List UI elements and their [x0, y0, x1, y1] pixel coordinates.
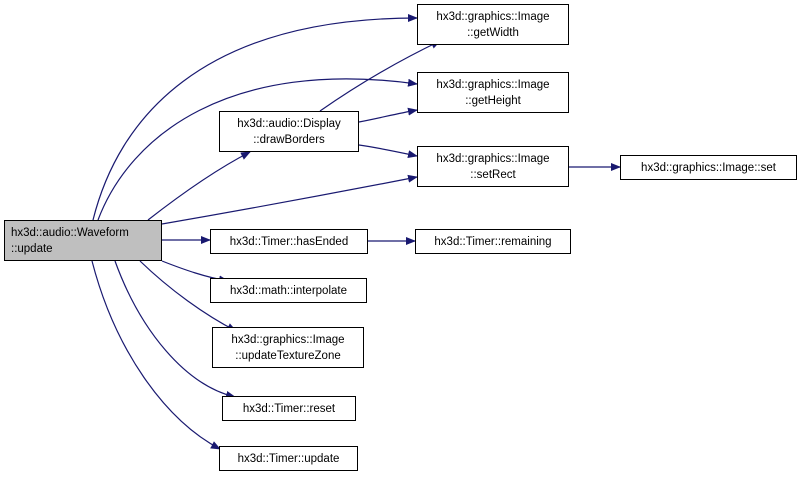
edge-waveform-update-to-image-setrect — [161, 174, 418, 225]
node-display-drawborders[interactable]: hx3d::audio::Display ::drawBorders — [219, 111, 359, 152]
node-label-line: hx3d::Timer::remaining — [434, 235, 552, 248]
node-image-updatetexturezone[interactable]: hx3d::graphics::Image ::updateTextureZon… — [212, 327, 364, 368]
node-image-getheight[interactable]: hx3d::graphics::Image ::getHeight — [417, 72, 569, 113]
node-timer-update[interactable]: hx3d::Timer::update — [219, 446, 358, 471]
node-label-line: hx3d::graphics::Image — [436, 152, 550, 165]
edge-waveform-update-to-image-getwidth — [92, 14, 418, 221]
edge-waveform-update-to-image-updatetexturezone — [139, 260, 237, 332]
node-label-line: hx3d::audio::Waveform — [11, 226, 129, 239]
edge-display-drawborders-to-image-setrect — [358, 144, 418, 159]
edge-waveform-update-to-timer-reset — [114, 260, 236, 399]
node-label-line: ::updateTextureZone — [235, 349, 341, 362]
node-label-line: hx3d::graphics::Image — [436, 10, 550, 23]
node-label-line: hx3d::Timer::reset — [242, 402, 336, 415]
node-label-line: hx3d::math::interpolate — [230, 284, 347, 297]
node-label-line: hx3d::Timer::hasEnded — [229, 235, 349, 248]
node-label-line: ::getWidth — [467, 26, 519, 39]
node-label-line: hx3d::audio::Display — [237, 117, 341, 130]
node-image-set[interactable]: hx3d::graphics::Image::set — [620, 155, 797, 180]
node-label-line: ::setRect — [470, 168, 516, 181]
node-timer-remaining[interactable]: hx3d::Timer::remaining — [415, 229, 571, 254]
edge-waveform-update-to-display-drawborders — [147, 151, 251, 221]
node-waveform-update[interactable]: hx3d::audio::Waveform ::update — [4, 220, 162, 261]
node-label-line: ::drawBorders — [253, 133, 325, 146]
node-label-line: hx3d::graphics::Image — [436, 78, 550, 91]
edge-waveform-update-to-timer-update — [91, 260, 221, 450]
node-label-line: ::getHeight — [465, 94, 521, 107]
edge-display-drawborders-to-image-getwidth — [319, 40, 441, 112]
node-image-setrect[interactable]: hx3d::graphics::Image ::setRect — [417, 146, 569, 187]
node-label-line: hx3d::Timer::update — [237, 452, 340, 465]
node-label-line: hx3d::graphics::Image — [231, 333, 345, 346]
node-timer-hasended[interactable]: hx3d::Timer::hasEnded — [210, 229, 368, 254]
node-label-line: hx3d::graphics::Image::set — [641, 161, 776, 174]
node-label-line: ::update — [11, 242, 53, 255]
node-math-interpolate[interactable]: hx3d::math::interpolate — [210, 278, 367, 303]
node-timer-reset[interactable]: hx3d::Timer::reset — [222, 396, 356, 421]
edge-waveform-update-to-image-getheight — [97, 78, 418, 221]
node-image-getwidth[interactable]: hx3d::graphics::Image ::getWidth — [417, 4, 569, 45]
edge-display-drawborders-to-image-getheight — [358, 107, 418, 123]
